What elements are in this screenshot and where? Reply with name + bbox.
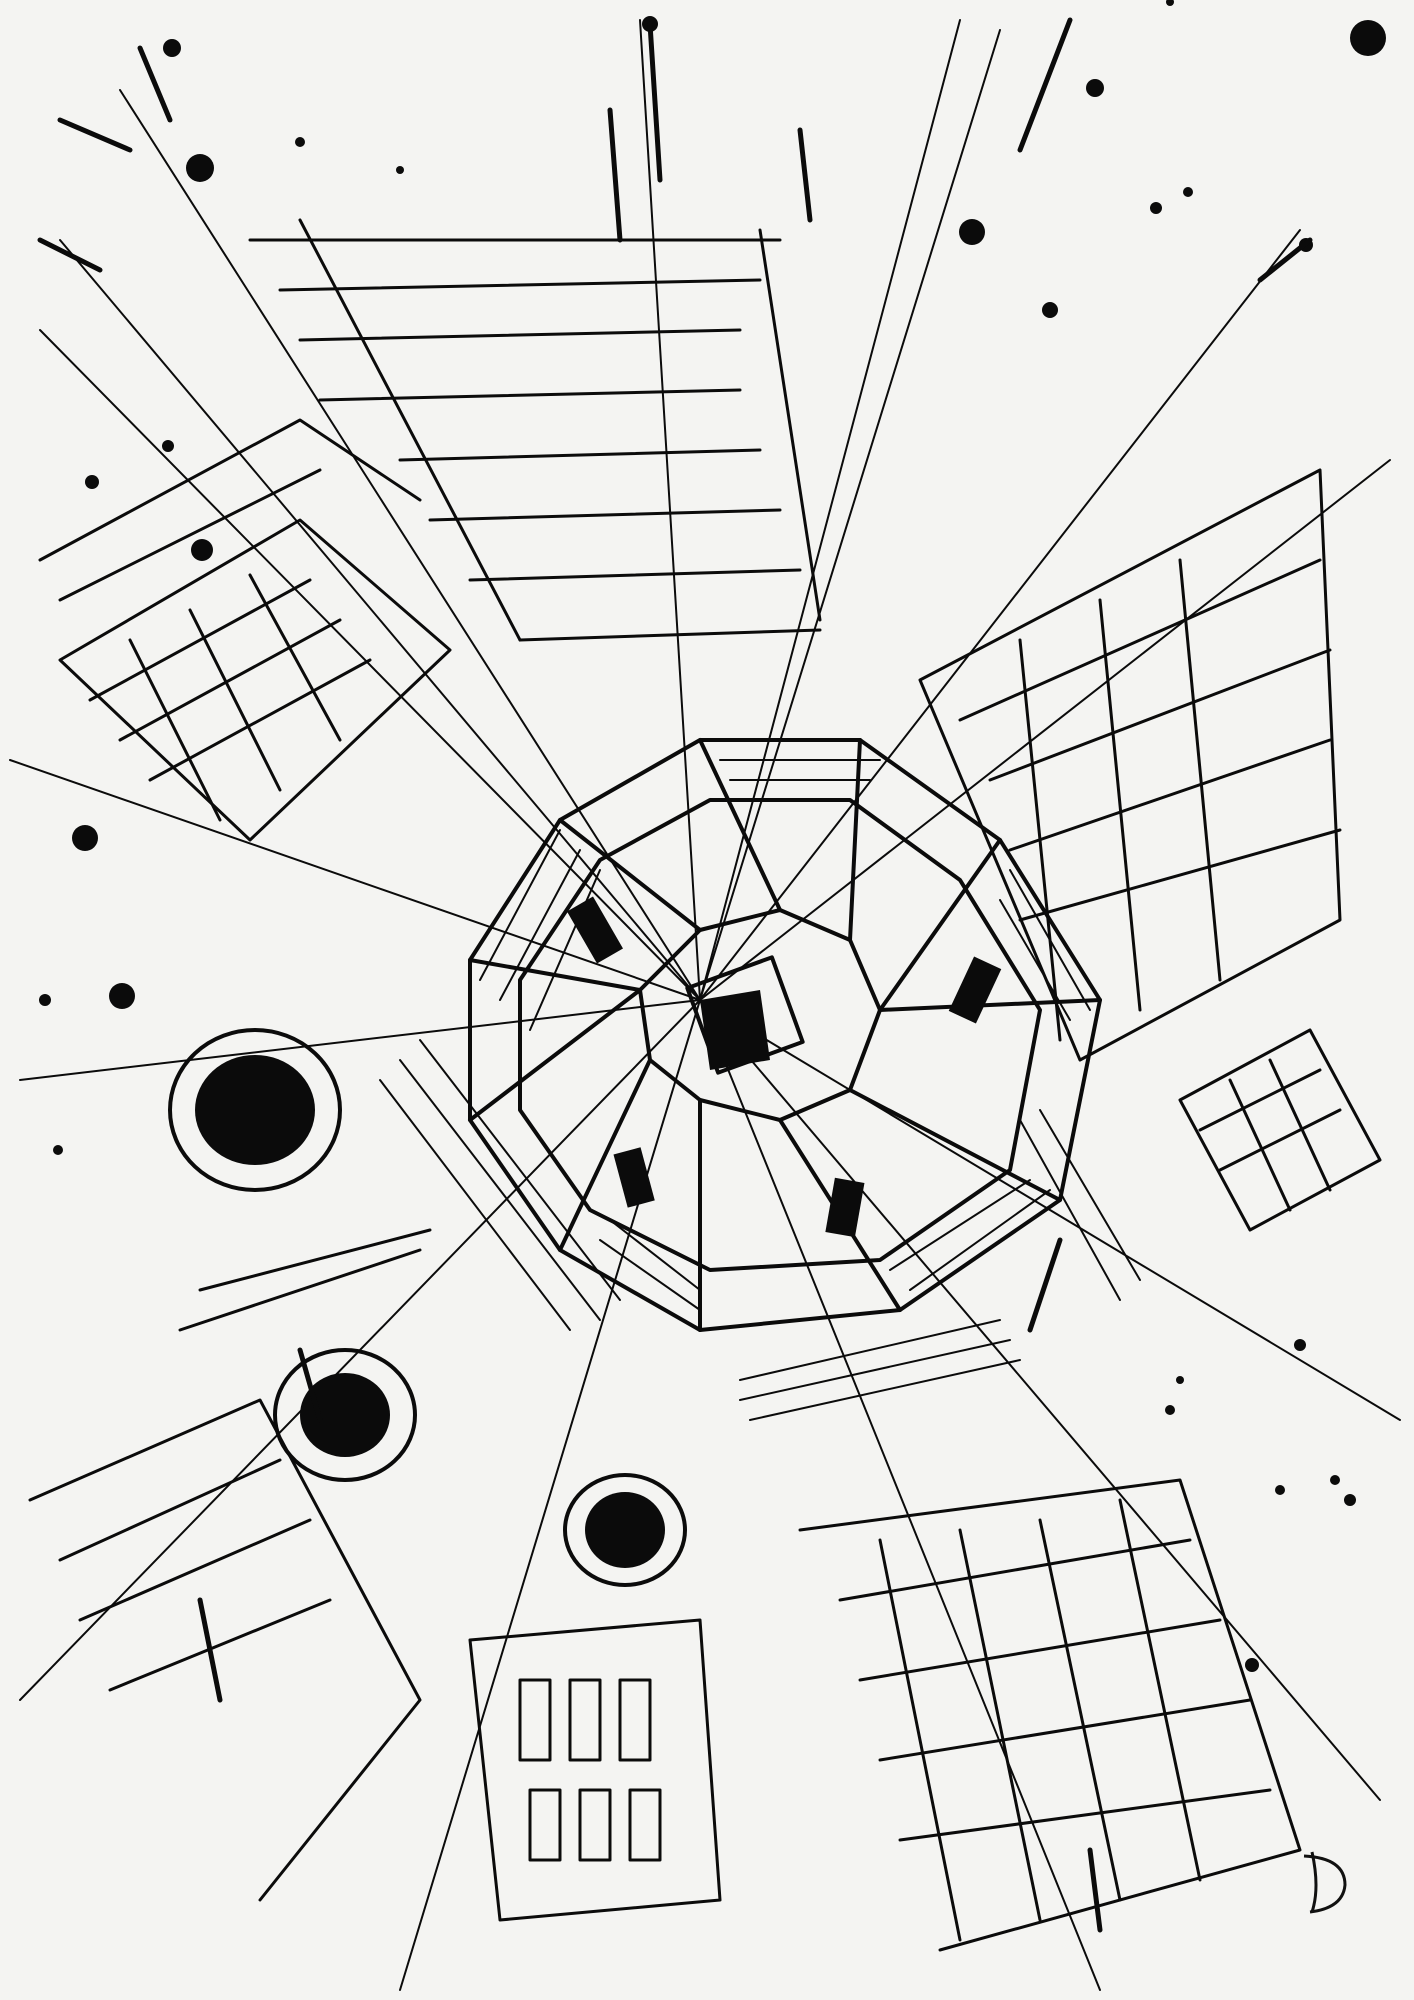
building-top xyxy=(248,218,822,642)
central-dome xyxy=(468,738,1102,1332)
left-oval-window xyxy=(195,1055,315,1165)
radiating-street-lines xyxy=(9,19,1401,1991)
lower-left-oval-window xyxy=(300,1373,390,1457)
lower-center-oval-window xyxy=(585,1492,665,1568)
building-lower-right xyxy=(798,1478,1302,1952)
building-lower-center xyxy=(468,1618,722,1922)
ink-drips xyxy=(37,17,1313,1933)
dark-ovals xyxy=(168,1028,687,1587)
building-top-right xyxy=(918,468,1382,1232)
ink-splatter xyxy=(39,0,1386,1672)
building-top-left xyxy=(38,418,452,842)
dome-window-blots xyxy=(567,896,1002,1238)
building-lower-left xyxy=(28,1228,432,1902)
artist-signature xyxy=(1303,1851,1347,1914)
dome-grid-ribs xyxy=(379,759,1141,1421)
